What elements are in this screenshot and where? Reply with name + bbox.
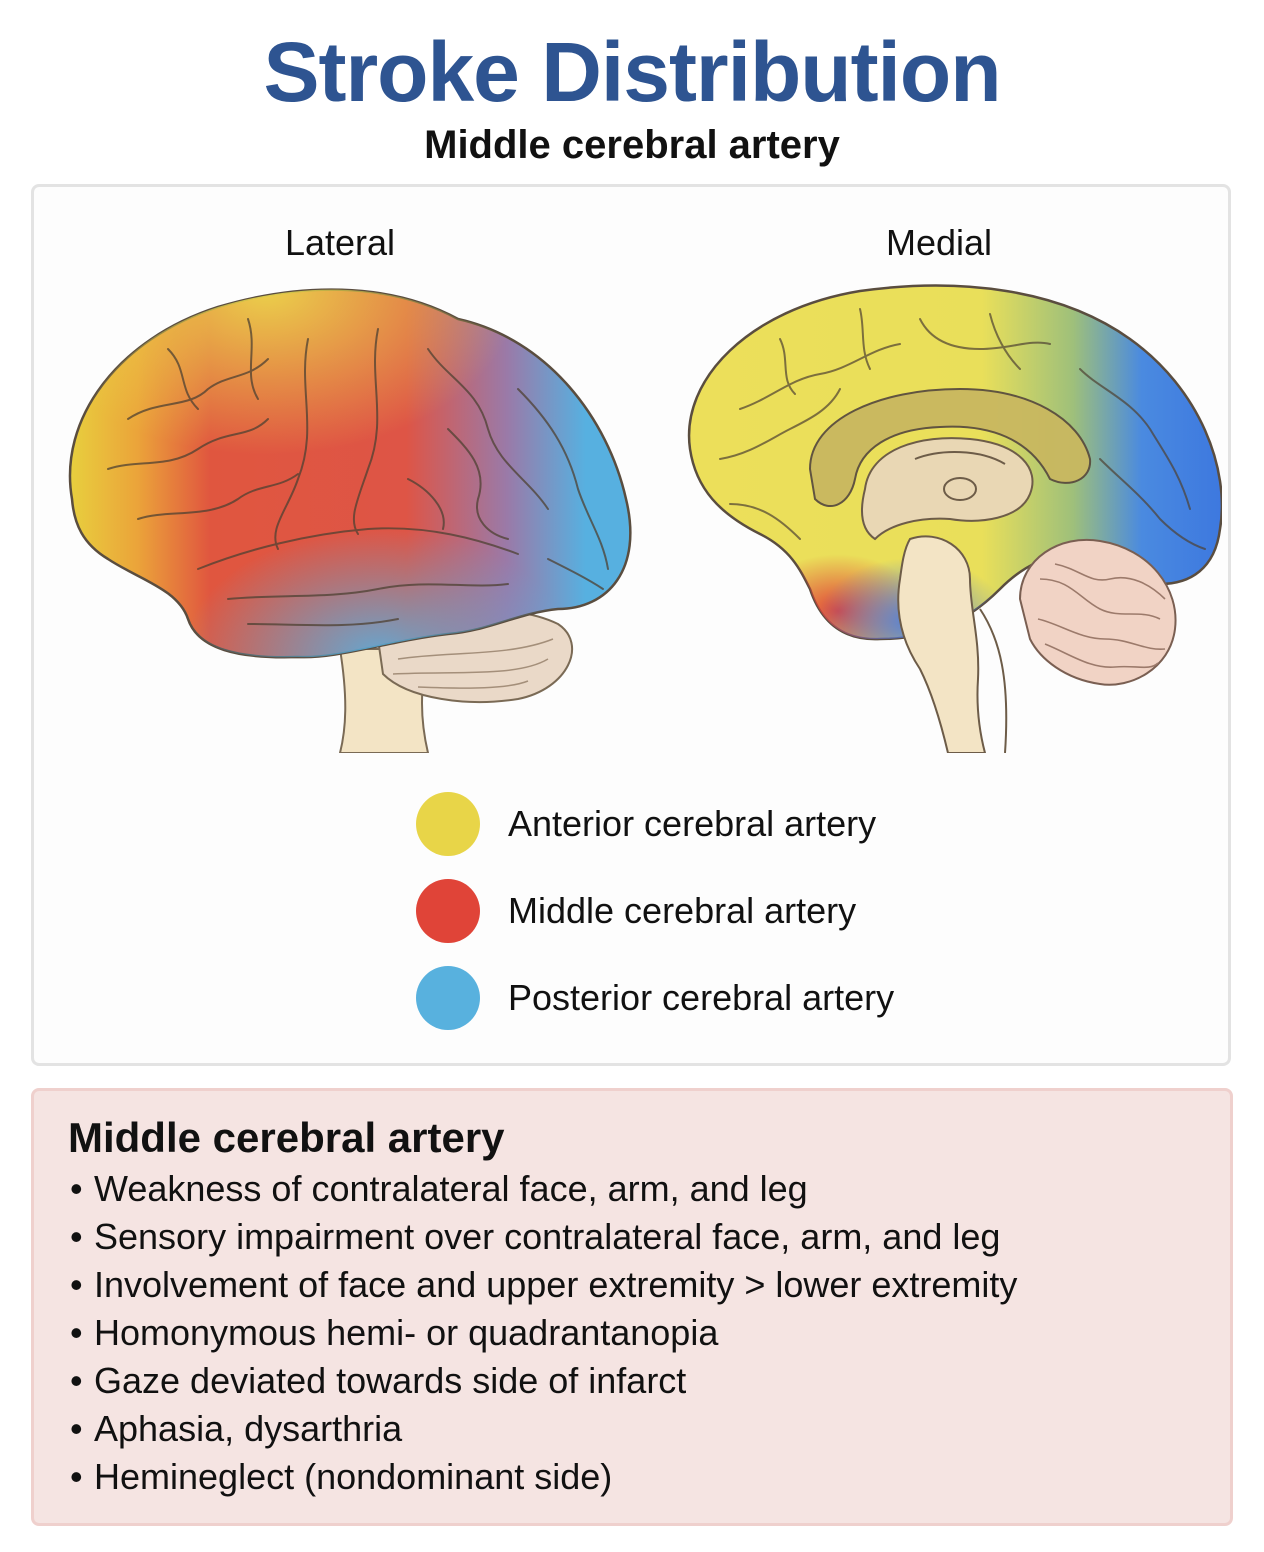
symptoms-title: Middle cerebral artery: [68, 1114, 505, 1161]
bullet-icon: •: [70, 1456, 83, 1497]
symptoms-list: •Weakness of contralateral face, arm, an…: [70, 1165, 1017, 1501]
legend-dot-middle: [416, 879, 480, 943]
legend-label-anterior: Anterior cerebral artery: [508, 803, 877, 844]
medial-brain-illustration: [687, 284, 1222, 753]
lateral-brain-illustration: [68, 288, 632, 753]
medial-view-label: Medial: [885, 222, 993, 263]
list-item: •Hemineglect (nondominant side): [70, 1453, 1017, 1501]
bullet-icon: •: [70, 1168, 83, 1209]
symptoms-box: Middle cerebral artery •Weakness of cont…: [31, 1088, 1233, 1526]
list-item: •Gaze deviated towards side of infarct: [70, 1357, 1017, 1405]
bullet-icon: •: [70, 1360, 83, 1401]
bullet-icon: •: [70, 1216, 83, 1257]
legend-dot-posterior: [416, 966, 480, 1030]
lateral-view-label: Lateral: [284, 222, 396, 263]
bullet-icon: •: [70, 1264, 83, 1305]
diagram-panel: Lateral Medial: [31, 184, 1231, 1066]
list-item: •Sensory impairment over contralateral f…: [70, 1213, 1017, 1261]
legend-label-middle: Middle cerebral artery: [508, 890, 857, 931]
legend-dot-anterior: [416, 792, 480, 856]
page-title: Stroke Distribution: [263, 25, 1001, 119]
list-item: •Weakness of contralateral face, arm, an…: [70, 1165, 1017, 1213]
page-subtitle: Middle cerebral artery: [424, 123, 840, 167]
list-item: •Aphasia, dysarthria: [70, 1405, 1017, 1453]
bullet-icon: •: [70, 1312, 83, 1353]
list-item: •Involvement of face and upper extremity…: [70, 1261, 1017, 1309]
list-item: •Homonymous hemi- or quadrantanopia: [70, 1309, 1017, 1357]
legend-label-posterior: Posterior cerebral artery: [508, 977, 895, 1018]
bullet-icon: •: [70, 1408, 83, 1449]
